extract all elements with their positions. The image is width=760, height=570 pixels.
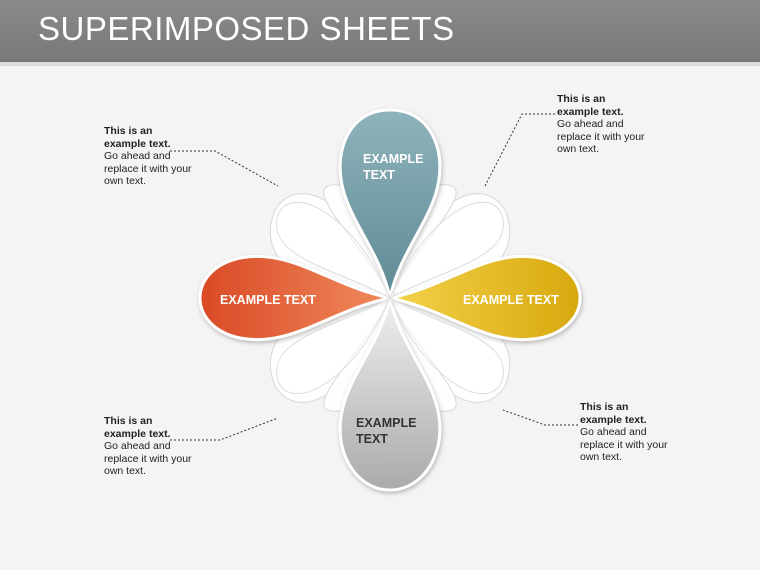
callout-top-right-line4: replace it with your: [557, 130, 645, 143]
petal-top-label-2: TEXT: [363, 168, 395, 182]
connector-lines: [170, 113, 578, 441]
callout-top-right: This is an example text. Go ahead and re…: [557, 93, 667, 156]
callout-top-left-line4: replace it with your: [104, 162, 192, 175]
callout-top-right-line2: example text.: [557, 105, 624, 118]
callout-bottom-left: This is an example text. Go ahead and re…: [104, 415, 214, 478]
slide-title: SUPERIMPOSED SHEETS: [38, 10, 455, 47]
connector-bottom-left: [170, 417, 279, 441]
front-petal-br: [388, 296, 504, 395]
petal-bottom-label-2: TEXT: [356, 432, 388, 446]
front-petal-group: [276, 201, 504, 395]
callout-top-left-line1: This is an: [104, 125, 153, 137]
callout-top-right-line5: own text.: [557, 143, 600, 155]
front-petal-tr: [388, 201, 504, 300]
callout-bottom-right: This is an example text. Go ahead and re…: [580, 401, 690, 464]
connector-top-right: [484, 113, 555, 187]
callout-bottom-right-line4: replace it with your: [580, 438, 668, 451]
callout-top-left-line5: own text.: [104, 175, 147, 187]
connector-top-left: [170, 150, 279, 187]
callout-bottom-right-line2: example text.: [580, 413, 647, 426]
petal-right-label: EXAMPLE TEXT: [463, 293, 559, 307]
petal-right: [389, 255, 582, 341]
petal-bottom-label-1: EXAMPLE: [356, 416, 416, 430]
callout-top-left-line3: Go ahead and: [104, 150, 171, 162]
petal-top-label-1: EXAMPLE: [363, 152, 423, 166]
callout-top-left-line2: example text.: [104, 137, 171, 150]
petal-left: [198, 255, 391, 341]
front-petal-bl: [276, 296, 392, 395]
callout-bottom-left-line1: This is an: [104, 415, 153, 427]
connector-bottom-right: [502, 409, 578, 426]
petal-left-label: EXAMPLE TEXT: [220, 293, 316, 307]
callout-top-right-line1: This is an: [557, 93, 606, 105]
callout-bottom-left-line4: replace it with your: [104, 452, 192, 465]
callout-top-right-line3: Go ahead and: [557, 118, 624, 130]
callout-bottom-left-line5: own text.: [104, 465, 147, 477]
petal-bottom: [338, 297, 442, 492]
callout-bottom-right-line5: own text.: [580, 451, 623, 463]
front-petal-tl: [276, 201, 392, 300]
callout-bottom-right-line3: Go ahead and: [580, 426, 647, 438]
title-bar: SUPERIMPOSED SHEETS: [0, 0, 760, 66]
callout-top-left: This is an example text. Go ahead and re…: [104, 125, 214, 188]
callout-bottom-right-line1: This is an: [580, 401, 629, 413]
callout-bottom-left-line3: Go ahead and: [104, 440, 171, 452]
petal-top: [338, 108, 442, 299]
callout-bottom-left-line2: example text.: [104, 427, 171, 440]
